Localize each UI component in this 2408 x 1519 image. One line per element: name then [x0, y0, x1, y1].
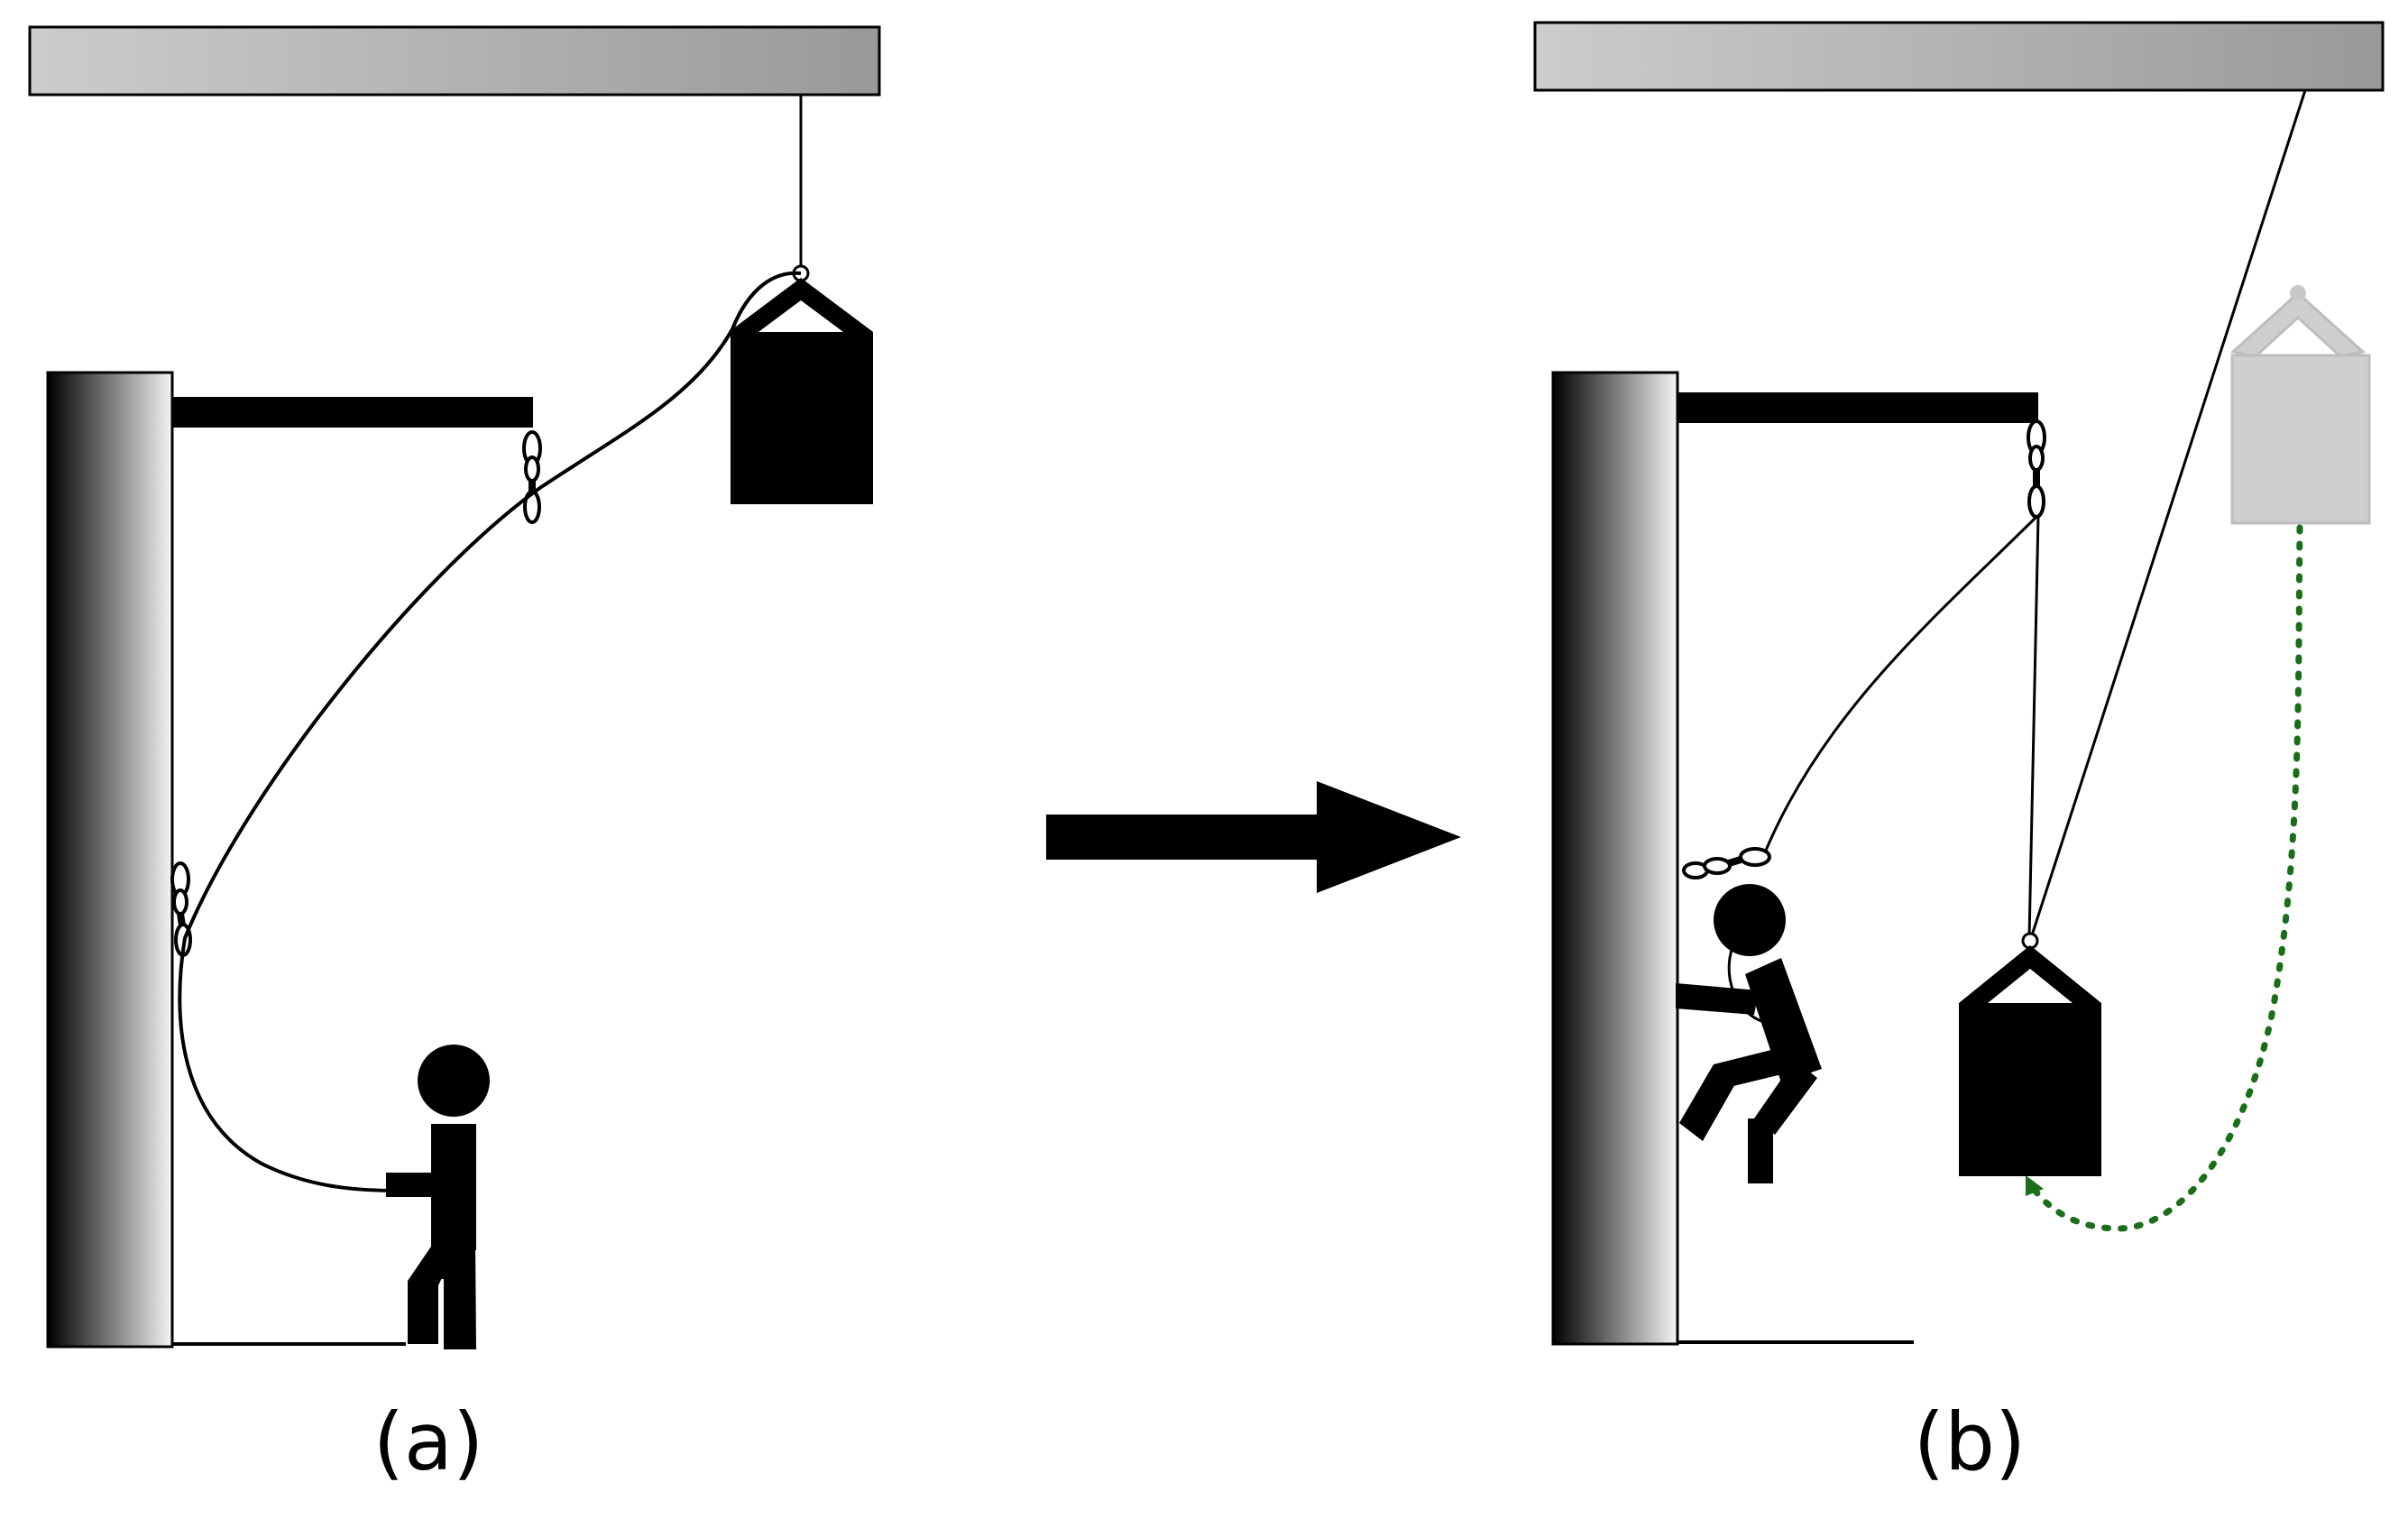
carabiner-icon	[170, 861, 192, 957]
panel-a-caption: (a)	[372, 1395, 484, 1488]
top-anchor-arm	[172, 397, 533, 428]
carabiner-icon	[2027, 419, 2046, 519]
quickdraw-sling	[177, 913, 186, 926]
climber-icon	[1676, 884, 1822, 1183]
ceiling-beam	[1533, 21, 2385, 92]
panel-b-caption: (b)	[1913, 1395, 2027, 1488]
weight-bag-icon	[729, 278, 873, 504]
ceiling-beam	[28, 25, 881, 97]
belay-rope	[178, 271, 802, 1192]
wall-column	[1551, 371, 1679, 1346]
panel-a	[28, 25, 881, 1349]
carabiner-icon	[522, 430, 542, 524]
belay-rope-to-bag	[2027, 516, 2040, 939]
arrow-right-icon	[1046, 781, 1461, 893]
carabiner-icon	[1682, 847, 1771, 879]
belay-rope-to-climber	[1761, 515, 2038, 858]
quickdraw-sling	[1727, 856, 1742, 867]
ghost-weight-bag-icon	[2229, 285, 2371, 525]
swing-trajectory	[2030, 524, 2303, 1232]
wall-column	[46, 371, 174, 1349]
trajectory-arrowhead	[2026, 1175, 2044, 1196]
hang-rope	[2029, 89, 2307, 939]
top-anchor-arm	[1677, 392, 2038, 423]
person-icon	[386, 1045, 490, 1349]
panel-b	[1533, 21, 2385, 1346]
weight-bag-icon	[1959, 945, 2101, 1176]
